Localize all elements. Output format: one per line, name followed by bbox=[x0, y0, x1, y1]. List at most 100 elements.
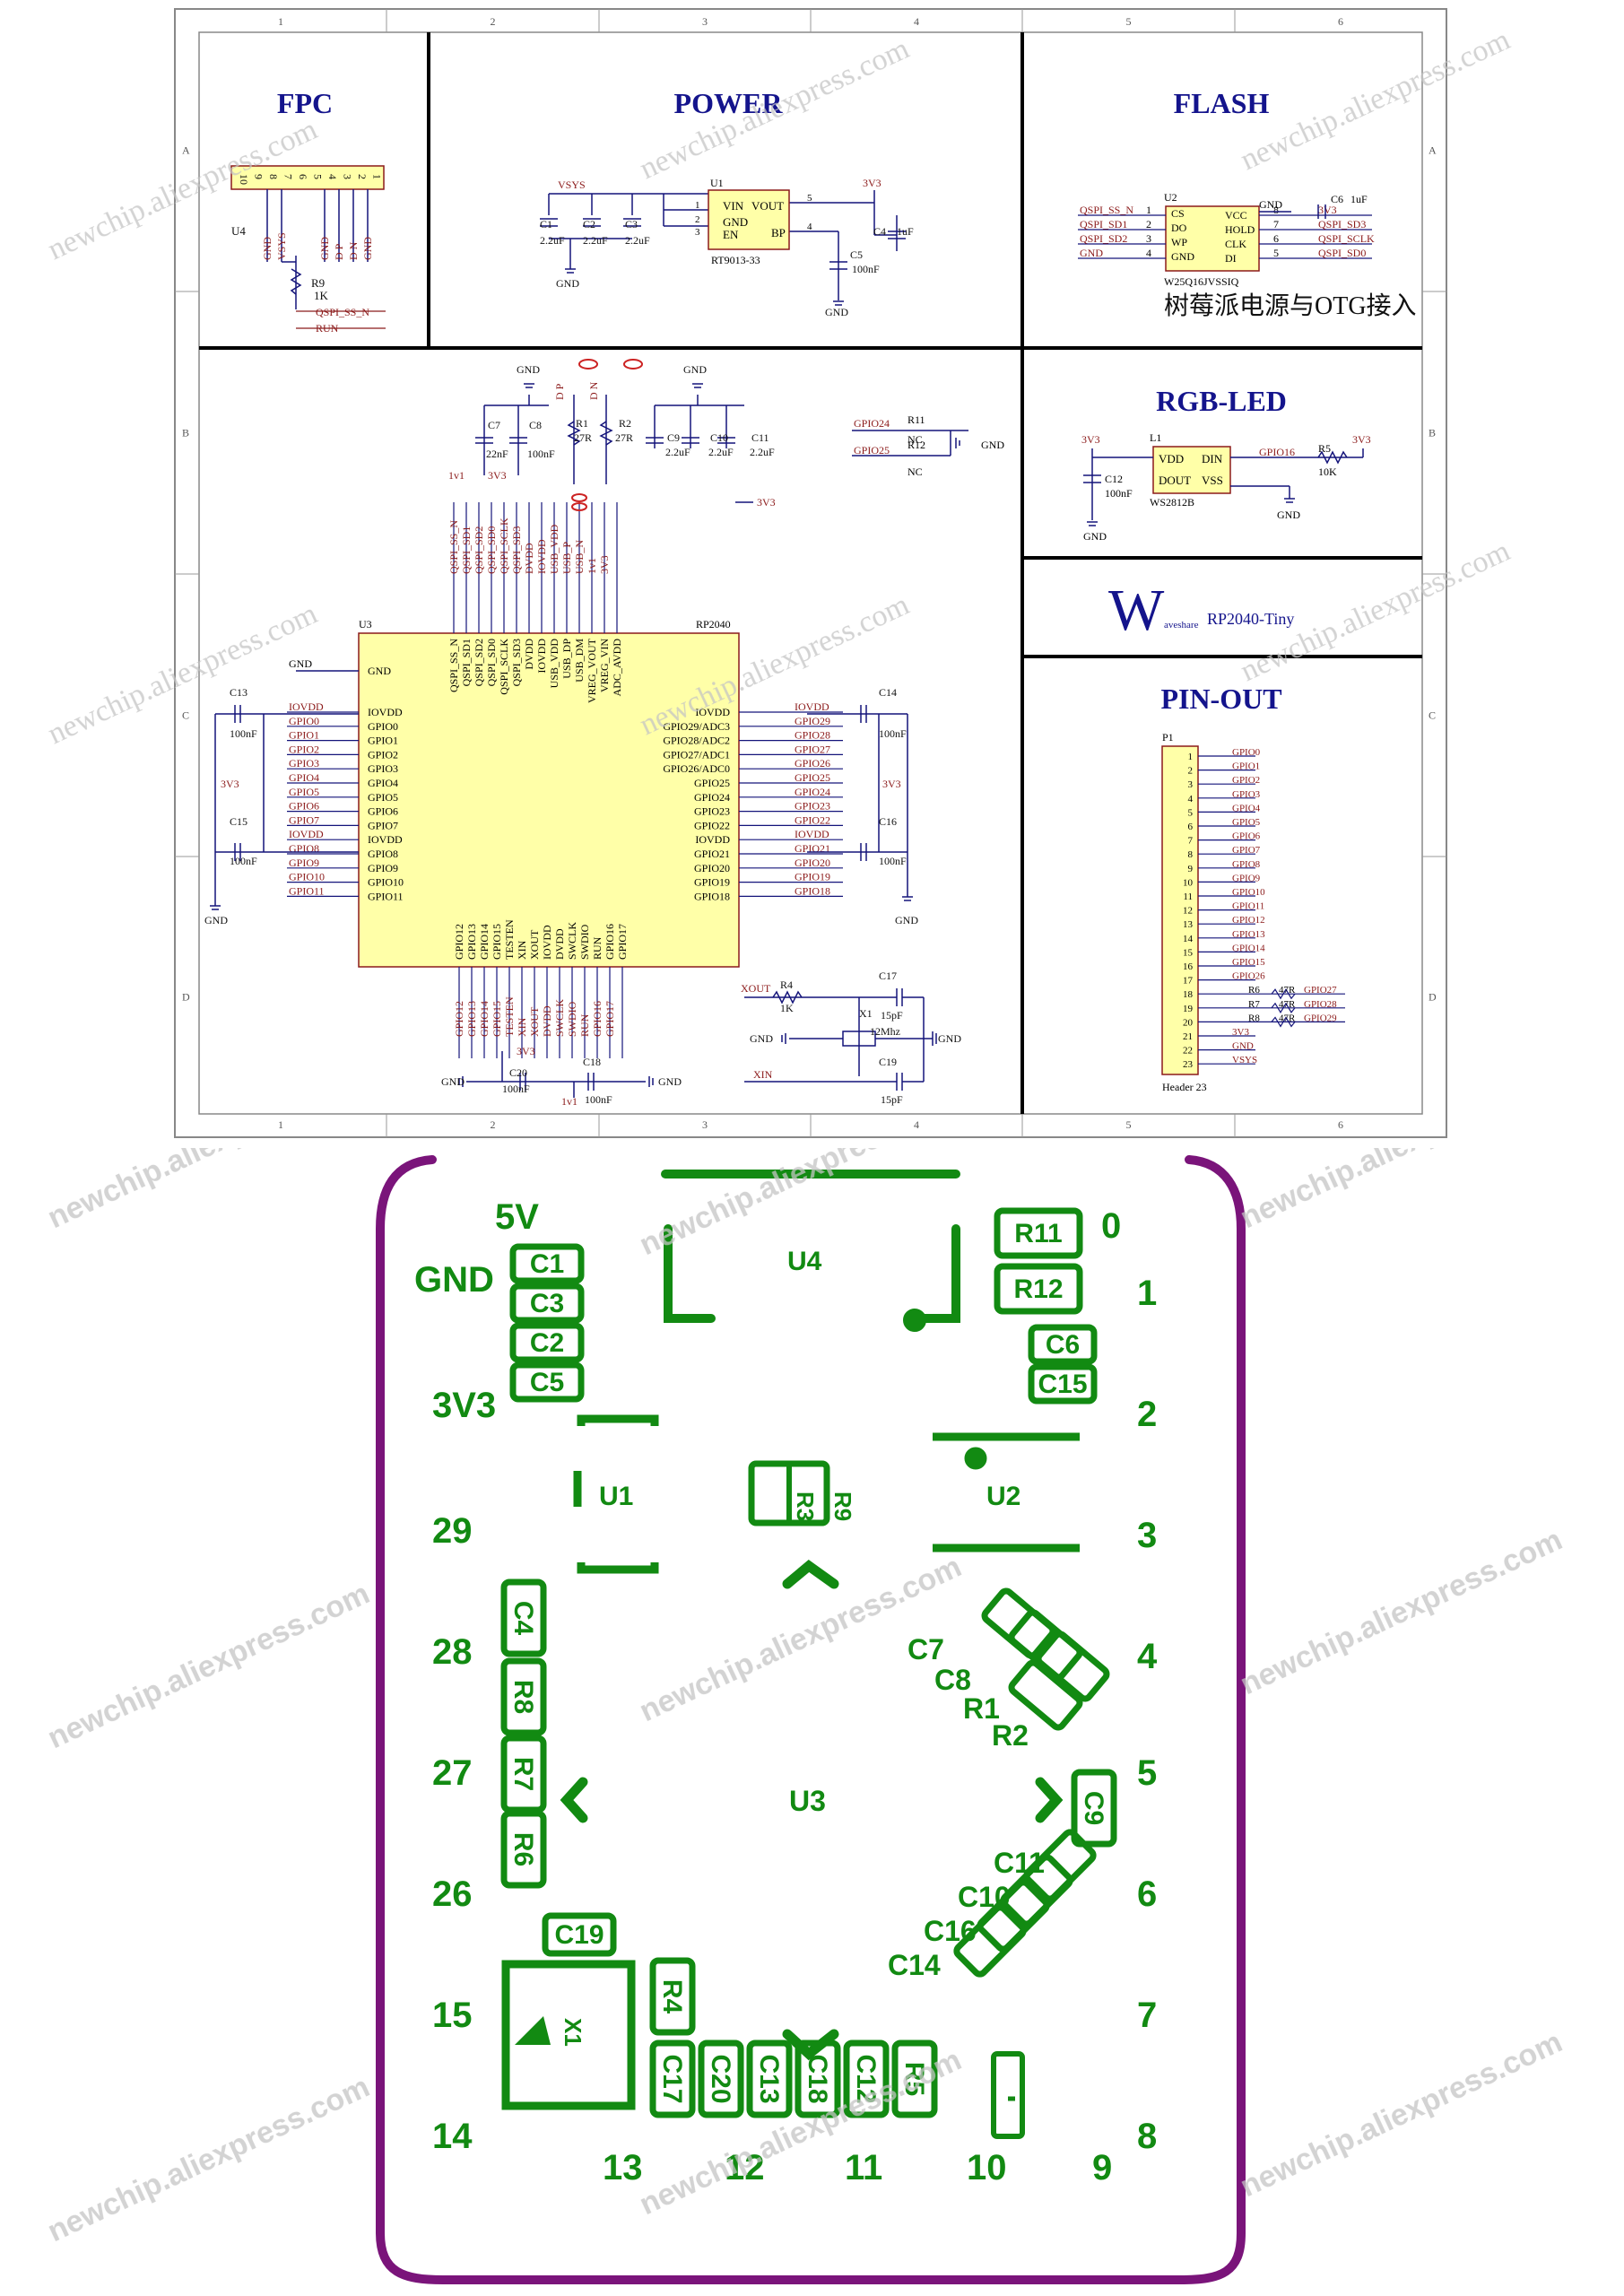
svg-text:R4: R4 bbox=[780, 978, 793, 991]
svg-text:W: W bbox=[1108, 578, 1165, 643]
rp-left-pin: GPIO8 bbox=[368, 848, 398, 860]
frame-column-label: 2 bbox=[491, 15, 496, 28]
pcb-part-c18: C18 bbox=[795, 2039, 841, 2118]
rp-right-pin: GPIO22 bbox=[694, 819, 730, 831]
svg-text:R12: R12 bbox=[908, 439, 925, 451]
pcb-part-r12: R12 bbox=[994, 1263, 1083, 1315]
svg-text:C19: C19 bbox=[879, 1056, 897, 1068]
u1-footprint bbox=[573, 1414, 659, 1574]
header-pin-number: 21 bbox=[1183, 1031, 1193, 1042]
rp-bottom-pin: SWDIO bbox=[578, 924, 591, 960]
fpc-pin-number: 7 bbox=[282, 174, 295, 179]
rp-right-net: GPIO19 bbox=[795, 871, 830, 883]
pcb-right-label: 7 bbox=[1137, 1996, 1157, 2035]
c5-label: C5 bbox=[850, 248, 863, 261]
header-pin-net: GPIO2 bbox=[1232, 775, 1260, 786]
header-res-value: 47R bbox=[1279, 999, 1296, 1010]
header-pin-number: 15 bbox=[1183, 947, 1194, 958]
svg-text:R11: R11 bbox=[1014, 1219, 1062, 1248]
header-res-value: 47R bbox=[1279, 985, 1296, 996]
rp-top-pin: USB_DP bbox=[560, 639, 573, 679]
rp-left-pin: GPIO6 bbox=[368, 805, 398, 818]
svg-text:C11: C11 bbox=[751, 431, 769, 444]
header-res-net: GPIO29 bbox=[1304, 1013, 1337, 1023]
fpc-net: GND bbox=[318, 237, 331, 260]
header-pin-net: GPIO6 bbox=[1232, 831, 1261, 842]
svg-text:C6: C6 bbox=[1331, 193, 1343, 205]
svg-text:2.2uF: 2.2uF bbox=[750, 446, 775, 458]
pcb-part-r5: R5 bbox=[891, 2039, 938, 2118]
rp-bottom-pin: GPIO16 bbox=[604, 924, 616, 960]
svg-text:C17: C17 bbox=[879, 970, 897, 982]
rp-bottom-circuit: C20 100nF C18 100nF 3V3 1v1 GND GND XOUT… bbox=[441, 970, 961, 1108]
rp-bottom-net: SWDIO bbox=[566, 1001, 578, 1037]
rp-right-net: GPIO22 bbox=[795, 813, 830, 826]
pcb-bottom-label: 13 bbox=[603, 2148, 643, 2187]
pcb-side-label: 26 bbox=[432, 1874, 473, 1914]
power-caps bbox=[540, 218, 906, 270]
rp-top-net: QSPI_SD0 bbox=[485, 526, 498, 574]
pcb-part-c3: C3 bbox=[509, 1283, 585, 1324]
svg-text:1v1: 1v1 bbox=[448, 469, 465, 482]
rp-left-pin: GPIO7 bbox=[368, 819, 398, 831]
svg-text:C4: C4 bbox=[508, 1601, 538, 1636]
rp-bottom-net: TESTEN bbox=[503, 996, 516, 1037]
rp-right-net: GPIO25 bbox=[795, 771, 830, 784]
pcb-right-label: 2 bbox=[1137, 1395, 1157, 1434]
fpc-pin-number: 2 bbox=[356, 174, 369, 179]
header-pin-net: GPIO1 bbox=[1232, 761, 1260, 772]
svg-text:C7: C7 bbox=[488, 419, 500, 431]
rp-bottom-net: XIN bbox=[516, 1017, 528, 1037]
svg-text:R1: R1 bbox=[576, 417, 588, 430]
frame-column-label: 2 bbox=[491, 1118, 496, 1131]
rp-top-pin: QSPI_SS_N bbox=[447, 639, 460, 692]
header-pin-net: VSYS bbox=[1232, 1055, 1257, 1065]
flash-right-net: QSPI_SD3 bbox=[1318, 218, 1366, 230]
header-pin-number: 19 bbox=[1183, 1004, 1194, 1014]
svg-text:100nF: 100nF bbox=[1105, 487, 1133, 500]
svg-text:GND: GND bbox=[441, 1075, 465, 1088]
fpc-net: VSYS bbox=[275, 232, 288, 260]
rp-bottom-pin: GPIO13 bbox=[465, 924, 478, 960]
rp-top-pin: QSPI_SD0 bbox=[485, 639, 498, 686]
flash-right-net: 3V3 bbox=[1318, 204, 1337, 216]
svg-text:22nF: 22nF bbox=[486, 448, 508, 460]
svg-text:100nF: 100nF bbox=[230, 727, 257, 740]
header-pin-number: 8 bbox=[1188, 849, 1194, 860]
pcb-part-c9: C9 bbox=[1071, 1769, 1117, 1848]
gpio24-25-resistors: GPIO24 GPIO25 R11 R12 NC NC GND bbox=[852, 413, 1004, 478]
flash-right-pin: DI bbox=[1225, 252, 1237, 265]
rp-bottom-pin: GPIO14 bbox=[478, 924, 491, 960]
svg-text:R8: R8 bbox=[508, 1680, 538, 1714]
power-gnd-2: GND bbox=[825, 306, 848, 318]
rp-top-net: USB_N bbox=[573, 540, 586, 574]
c1-value: 2.2uF bbox=[540, 234, 565, 247]
pcb-side-label: 14 bbox=[432, 2117, 473, 2156]
fpc-pin-number: 5 bbox=[312, 174, 325, 179]
pcb-part-c12: C12 bbox=[843, 2039, 890, 2118]
svg-text:GPIO24: GPIO24 bbox=[854, 417, 890, 430]
frame-column-label: 5 bbox=[1126, 15, 1132, 28]
header-pin-number: 20 bbox=[1183, 1017, 1194, 1028]
vsys-net: VSYS bbox=[558, 178, 586, 191]
svg-text:GND: GND bbox=[289, 657, 312, 670]
rp-top-pin: QSPI_SD2 bbox=[473, 639, 485, 686]
rp-right-pin: GPIO18 bbox=[694, 890, 730, 902]
svg-text:GND: GND bbox=[938, 1032, 961, 1045]
rp-left-net: IOVDD bbox=[289, 700, 324, 713]
svg-text:C9: C9 bbox=[1079, 1791, 1108, 1825]
header-res-ref: R6 bbox=[1248, 985, 1260, 996]
c4-value: 1uF bbox=[897, 225, 914, 238]
rp-left-pin: IOVDD bbox=[368, 833, 403, 846]
header-res-ref: R7 bbox=[1248, 999, 1260, 1010]
svg-text:GND: GND bbox=[683, 363, 707, 376]
svg-text:R2: R2 bbox=[619, 417, 631, 430]
header-pin-number: 2 bbox=[1188, 766, 1194, 777]
header-pin-net: GPIO13 bbox=[1232, 929, 1265, 940]
rp-right-net: GPIO21 bbox=[795, 842, 830, 855]
pcb-side-label: GND bbox=[414, 1260, 494, 1300]
svg-text:R7: R7 bbox=[508, 1757, 538, 1791]
svg-text:1v1: 1v1 bbox=[561, 1095, 578, 1108]
